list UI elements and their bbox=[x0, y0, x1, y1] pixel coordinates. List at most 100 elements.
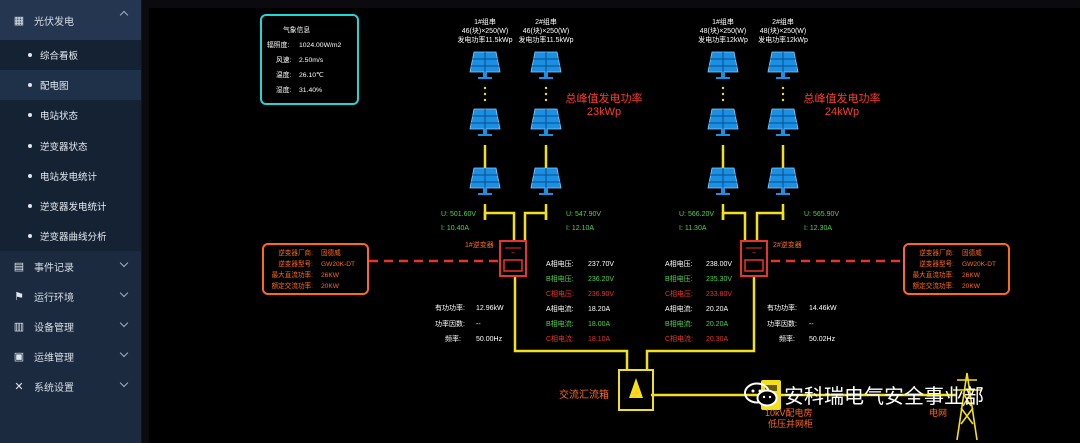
sidebar-item-dashboard[interactable]: 综合看板 bbox=[0, 40, 141, 70]
sidebar-group-label: 运维管理 bbox=[34, 352, 74, 364]
phase-label: B相电压: bbox=[546, 276, 574, 283]
irradiance-value: 1024.00W/m2 bbox=[299, 42, 342, 49]
temperature-label: 温度: bbox=[276, 72, 292, 79]
info-label: 逆变器型号: bbox=[278, 261, 313, 268]
string-label: 2#组串 bbox=[772, 19, 794, 26]
sidebar-group-settings[interactable]: ✕ 系统设置 bbox=[0, 371, 141, 401]
sidebar-item-inverter-stats[interactable]: 逆变器发电统计 bbox=[0, 191, 141, 221]
chevron-down-icon bbox=[119, 349, 129, 358]
phase-label: B相电流: bbox=[546, 321, 574, 328]
sidebar-group-label: 运行环境 bbox=[34, 292, 74, 304]
svg-text:~: ~ bbox=[511, 250, 515, 257]
string-label: 2#组串 bbox=[535, 19, 557, 26]
sidebar-item-distribution-diagram[interactable]: 配电图 bbox=[0, 70, 141, 101]
wind-label: 风速: bbox=[276, 57, 292, 64]
string-power: 发电功率12kWp bbox=[698, 37, 748, 44]
watermark-text: 安科瑞电气安全事业部 bbox=[784, 386, 984, 408]
chevron-down-icon bbox=[119, 259, 129, 268]
phase-value: 238.00V bbox=[706, 261, 733, 268]
document-icon: ▤ bbox=[13, 260, 25, 273]
sidebar-item-station-status[interactable]: 电站状态 bbox=[0, 100, 141, 130]
string-spec: 48(块)×250(W) bbox=[699, 28, 747, 35]
sidebar-item-station-stats[interactable]: 电站发电统计 bbox=[0, 161, 141, 191]
string-spec: 46(块)×250(W) bbox=[461, 28, 509, 35]
phase-value: 237.70V bbox=[588, 261, 615, 268]
pin-icon: ⚑ bbox=[14, 290, 24, 303]
info-value: GW20K-DT bbox=[321, 261, 356, 268]
info-label: 额定交流功率: bbox=[912, 283, 954, 290]
dc-voltage: U: 566.20V bbox=[679, 211, 715, 218]
svg-text:~: ~ bbox=[752, 250, 756, 257]
phase-value: 18.00A bbox=[588, 321, 611, 328]
sidebar-group-label: 设备管理 bbox=[34, 322, 74, 334]
info-value: 固德威 bbox=[321, 250, 341, 257]
sidebar-item-label: 电站状态 bbox=[40, 111, 79, 123]
wechat-logo-icon bbox=[744, 382, 778, 408]
stat-label: 功率因数: bbox=[435, 321, 465, 328]
bullet-icon bbox=[28, 83, 32, 88]
grid-label: 电网 bbox=[929, 408, 948, 418]
bullet-icon bbox=[28, 143, 32, 148]
bullet-icon bbox=[28, 113, 32, 118]
phase-value: 20.20A bbox=[706, 321, 729, 328]
info-label: 最大直流功率: bbox=[912, 272, 954, 279]
stat-label: 频率: bbox=[445, 336, 461, 343]
sidebar-item-inverter-status[interactable]: 逆变器状态 bbox=[0, 131, 141, 161]
string-label: 1#组串 bbox=[712, 19, 734, 26]
cabinet-label: 10kV配电房 bbox=[765, 408, 813, 418]
power-factor-value: -- bbox=[476, 321, 481, 328]
solar-panel-icon bbox=[469, 51, 799, 196]
distribution-diagram: ~ ~ ⚡ 气象信 bbox=[149, 8, 1080, 443]
dc-current: I: 12.30A bbox=[804, 225, 833, 232]
grid-icon: ▦ bbox=[13, 14, 25, 27]
info-label: 逆变器型号: bbox=[919, 261, 954, 268]
sidebar-group-environment[interactable]: ⚑ 运行环境 bbox=[0, 281, 141, 311]
frequency-value: 50.00Hz bbox=[476, 336, 503, 343]
bullet-icon bbox=[28, 204, 32, 209]
dc-voltage: U: 501.60V bbox=[441, 211, 477, 218]
ellipsis-dots bbox=[483, 86, 785, 102]
watermark: 安科瑞电气安全事业部 bbox=[744, 380, 984, 409]
phase-label: A相电流: bbox=[665, 306, 693, 313]
phase-label: B相电压: bbox=[665, 276, 693, 283]
stat-label: 频率: bbox=[779, 336, 795, 343]
humidity-label: 湿度: bbox=[276, 87, 292, 94]
string-spec: 48(块)×250(W) bbox=[759, 28, 807, 35]
weather-title: 气象信息 bbox=[283, 27, 311, 34]
weather-info-panel: 气象信息 辐照度: 1024.00W/m2 风速: 2.50m/s 温度: 26… bbox=[260, 14, 359, 105]
string-power: 发电功率11.5kWp bbox=[457, 37, 513, 44]
sidebar-submenu: 综合看板 配电图 电站状态 逆变器状态 电站发电统计 逆变器发电统计 逆变器曲线… bbox=[0, 40, 141, 252]
phase-label: B相电流: bbox=[665, 321, 693, 328]
inverter-icon: ~ ~ bbox=[499, 240, 768, 277]
sidebar-group-maintenance[interactable]: ▣ 运维管理 bbox=[0, 341, 141, 371]
sidebar-item-label: 逆变器状态 bbox=[40, 141, 88, 153]
stat-label: 有功功率: bbox=[435, 305, 465, 312]
inverter-info-box: 逆变器厂商: 固德威 逆变器型号: GW20K-DT 最大直流功率: 26KW … bbox=[903, 243, 1010, 295]
sidebar-item-inverter-curve[interactable]: 逆变器曲线分析 bbox=[0, 221, 141, 251]
stat-label: 有功功率: bbox=[767, 305, 797, 312]
chevron-up-icon bbox=[119, 10, 129, 20]
sidebar-group-devices[interactable]: ▥ 设备管理 bbox=[0, 311, 141, 341]
stat-label: 功率因数: bbox=[767, 321, 797, 328]
monitor-icon: ▣ bbox=[13, 350, 25, 363]
info-label: 额定交流功率: bbox=[271, 283, 313, 290]
string-spec: 46(块)×250(W) bbox=[522, 28, 570, 35]
sidebar-group-events[interactable]: ▤ 事件记录 bbox=[0, 251, 141, 281]
peak-power-value: 23kWp bbox=[586, 106, 622, 118]
phase-label: C相电流: bbox=[665, 336, 693, 343]
dc-voltage: U: 547.90V bbox=[566, 211, 602, 218]
wrench-icon: ✕ bbox=[14, 380, 24, 393]
peak-power-label: 总峰值发电功率 bbox=[803, 93, 881, 105]
phase-label: A相电流: bbox=[546, 306, 574, 313]
phase-value: 20.30A bbox=[706, 336, 729, 343]
phase-label: C相电压: bbox=[665, 291, 693, 298]
power-tower-icon bbox=[953, 372, 981, 441]
phase-value: 18.10A bbox=[588, 336, 611, 343]
phase-value: 20.20A bbox=[706, 306, 729, 313]
phase-value: 235.30V bbox=[706, 276, 733, 283]
phase-label: C相电压: bbox=[546, 291, 574, 298]
active-power-value: 14.46kW bbox=[809, 305, 837, 312]
sidebar-group-pv[interactable]: ▦ 光伏发电 bbox=[0, 0, 141, 40]
peak-power-value: 24kWp bbox=[824, 106, 860, 118]
phase-value: 236.20V bbox=[588, 276, 615, 283]
